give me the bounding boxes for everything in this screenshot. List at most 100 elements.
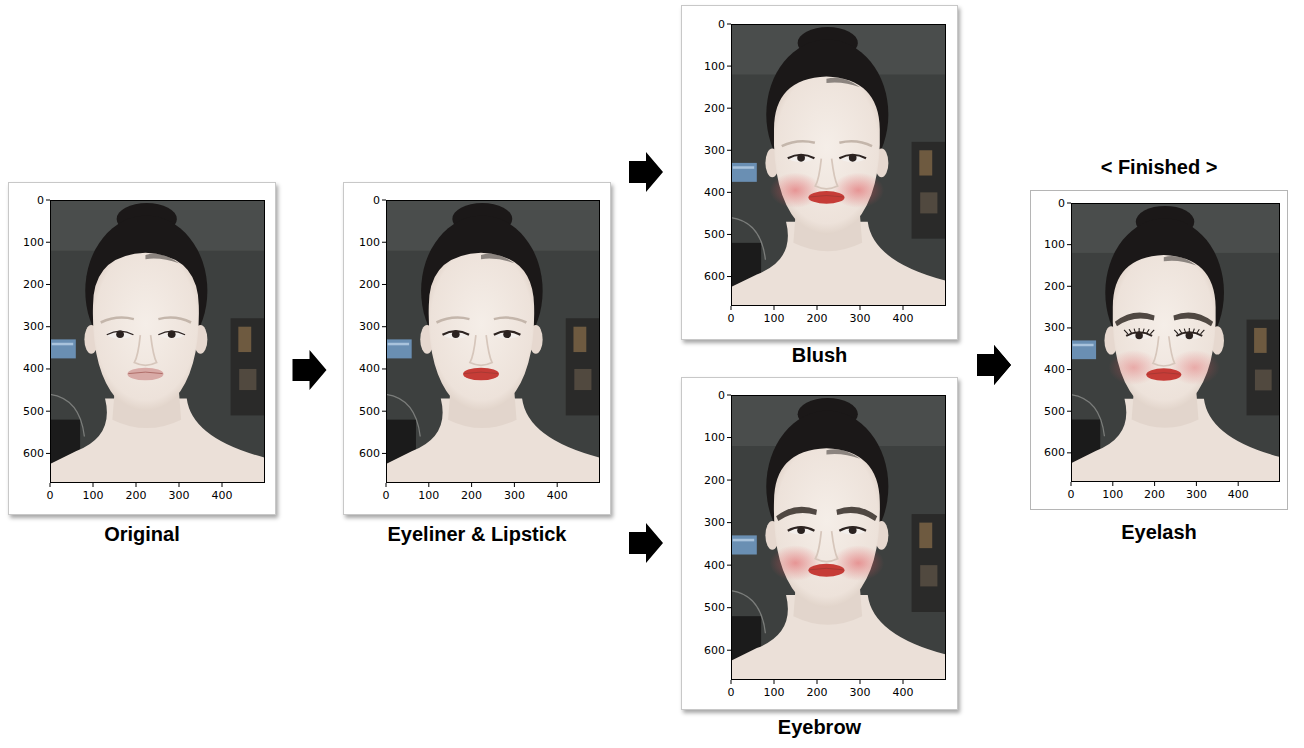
face-photo [1071,203,1280,482]
axis-tick-label: 100 [1044,238,1065,251]
block-arrow [293,350,327,390]
tick-mark [46,326,50,327]
tick-mark [1154,482,1155,486]
axis-tick-label: 0 [728,312,735,325]
block-arrow [629,152,663,192]
axis-tick-label: 0 [37,194,44,207]
panel-caption: Eyelash [1026,520,1292,544]
tick-mark [382,411,386,412]
axis-tick-label: 100 [1102,488,1123,501]
panel-caption: Original [4,522,280,546]
axis-tick-label: 500 [23,405,44,418]
tick-mark [46,411,50,412]
axis-tick-label: 300 [504,489,525,502]
tick-mark [1067,286,1071,287]
tick-mark [1067,452,1071,453]
tick-mark [382,284,386,285]
tick-mark [46,200,50,201]
tick-mark [471,483,472,487]
tick-mark [179,483,180,487]
tick-mark [1112,482,1113,486]
panel-caption: Eyeliner & Lipstick [339,522,615,546]
axis-tick-label: 300 [359,320,380,333]
tick-mark [1067,244,1071,245]
axis-tick-label: 200 [23,278,44,291]
axis-tick-label: 300 [1186,488,1207,501]
axis-tick-label: 0 [728,686,735,699]
axis-tick-label: 200 [461,489,482,502]
axis-tick-label: 0 [718,18,725,31]
axis-tick-label: 200 [807,312,828,325]
block-arrow [977,345,1011,385]
axis-tick-label: 100 [83,489,104,502]
axis-tick-label: 200 [807,686,828,699]
tick-mark [727,565,731,566]
tick-mark [46,284,50,285]
tick-mark [727,108,731,109]
tick-mark [727,522,731,523]
axis-tick-label: 200 [704,474,725,487]
axis-tick-label: 400 [23,362,44,375]
axis-tick-label: 500 [1044,405,1065,418]
tick-mark [382,242,386,243]
tick-mark [50,483,51,487]
tick-mark [727,150,731,151]
axis-tick-label: 400 [704,186,725,199]
face-photo [731,395,946,680]
axis-tick-label: 0 [383,489,390,502]
axis-tick-label: 400 [547,489,568,502]
block-arrow [977,345,1011,385]
panel-caption: Eyebrow [677,715,962,739]
axes-border [51,201,265,483]
axis-tick-label: 300 [704,516,725,529]
tick-mark [727,437,731,438]
tick-mark [1067,327,1071,328]
tick-mark [731,680,732,684]
photo-holder [386,200,600,483]
axis-tick-label: 200 [126,489,147,502]
axis-tick-label: 0 [1068,488,1075,501]
tick-mark [1067,411,1071,412]
block-arrow [629,523,663,563]
axis-tick-label: 100 [418,489,439,502]
tick-mark [727,276,731,277]
tick-mark [817,680,818,684]
tick-mark [557,483,558,487]
axis-tick-label: 100 [23,236,44,249]
tick-mark [817,306,818,310]
tick-mark [46,368,50,369]
axis-tick-label: 600 [704,270,725,283]
axis-tick-label: 200 [359,278,380,291]
tick-mark [727,66,731,67]
tick-mark [46,242,50,243]
tick-mark [382,200,386,201]
tick-mark [774,306,775,310]
axis-tick-label: 300 [850,686,871,699]
axis-tick-label: 600 [23,447,44,460]
tick-mark [382,453,386,454]
tick-mark [774,680,775,684]
tick-mark [382,326,386,327]
axis-tick-label: 400 [212,489,233,502]
tick-mark [46,453,50,454]
panel-caption: Blush [677,343,962,367]
axis-tick-label: 100 [359,236,380,249]
axis-tick-label: 600 [704,644,725,657]
axis-tick-label: 0 [373,194,380,207]
tick-mark [903,306,904,310]
photo-holder [731,24,946,306]
tick-mark [860,680,861,684]
axis-tick-label: 400 [1044,363,1065,376]
tick-mark [1071,482,1072,486]
axes-border [732,25,946,306]
photo-holder [731,395,946,680]
panel-heading: < Finished > [1026,155,1292,179]
face-photo [386,200,600,483]
tick-mark [386,483,387,487]
tick-mark [727,650,731,651]
tick-mark [727,24,731,25]
